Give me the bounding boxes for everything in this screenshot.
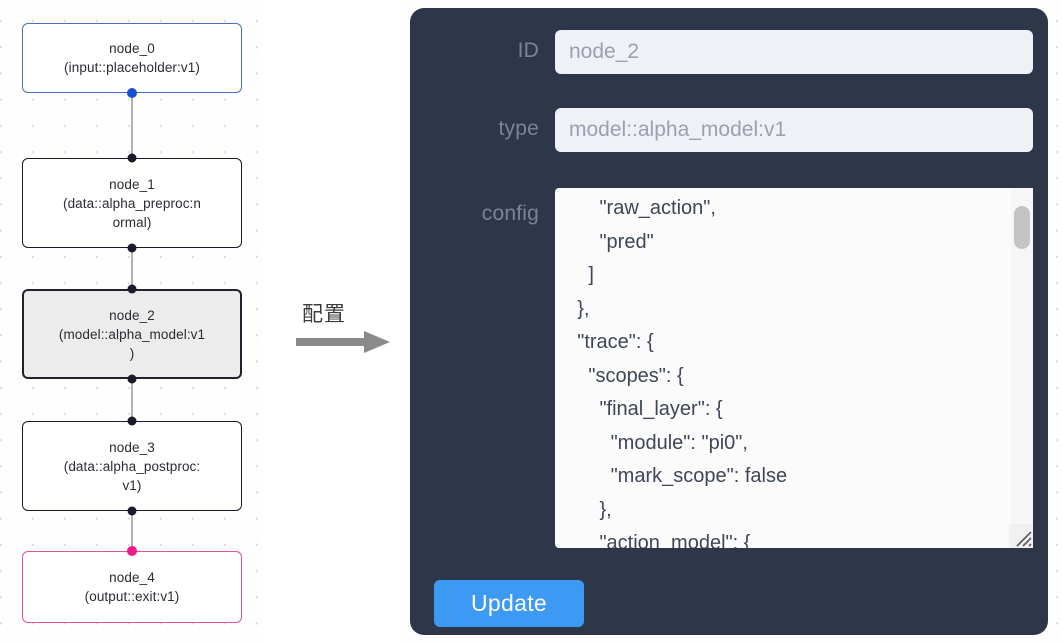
field-row-id: ID <box>425 30 1033 74</box>
annotation-label: 配置 <box>302 302 346 326</box>
node-label: node_3 (data::alpha_postproc: v1) <box>63 439 201 493</box>
field-row-config: config "raw_action", "pred" ] }, "trace"… <box>425 188 1033 548</box>
right-arrow-icon <box>296 329 392 360</box>
edge-node_2-node_3 <box>131 379 133 421</box>
edge-node_1-node_2 <box>131 248 133 289</box>
node-label: node_2 (model::alpha_model:v1 ) <box>58 307 206 361</box>
flow-node-node_1[interactable]: node_1 (data::alpha_preproc:n ormal) <box>22 158 242 248</box>
config-scrollbar-thumb[interactable] <box>1014 206 1030 249</box>
node-handle-node_0-source[interactable] <box>127 88 137 98</box>
id-field-label: ID <box>517 39 539 62</box>
node-handle-node_2-source[interactable] <box>127 374 137 384</box>
canvas-blank-area <box>262 0 402 643</box>
edge-node_0-node_1 <box>131 93 133 158</box>
type-field-label: type <box>498 117 539 140</box>
node-handle-node_2-target[interactable] <box>127 284 137 294</box>
node-handle-node_1-target[interactable] <box>127 153 137 163</box>
node-handle-node_1-source[interactable] <box>127 243 137 253</box>
node-label: node_4 (output::exit:v1) <box>84 570 180 604</box>
id-input[interactable] <box>555 30 1033 74</box>
config-textarea[interactable]: "raw_action", "pred" ] }, "trace": { "sc… <box>555 188 1033 548</box>
node-handle-node_3-target[interactable] <box>127 416 137 426</box>
config-textarea-wrapper: "raw_action", "pred" ] }, "trace": { "sc… <box>555 188 1033 548</box>
field-row-type: type <box>425 108 1033 152</box>
type-input[interactable] <box>555 108 1033 152</box>
annotation-group: 配置 <box>296 298 406 360</box>
flow-node-node_2[interactable]: node_2 (model::alpha_model:v1 ) <box>22 289 242 379</box>
flow-node-node_4[interactable]: node_4 (output::exit:v1) <box>22 551 242 623</box>
node-config-panel: ID type config "raw_action", "pred" ] },… <box>410 8 1048 635</box>
flow-node-node_0[interactable]: node_0 (input::placeholder:v1) <box>22 23 242 93</box>
node-label: node_0 (input::placeholder:v1) <box>64 41 200 75</box>
config-scrollbar[interactable] <box>1011 188 1033 526</box>
flow-node-node_3[interactable]: node_3 (data::alpha_postproc: v1) <box>22 421 242 511</box>
node-handle-node_3-source[interactable] <box>127 506 137 516</box>
node-label: node_1 (data::alpha_preproc:n ormal) <box>62 176 202 230</box>
node-handle-node_4-target[interactable] <box>127 546 137 556</box>
config-field-label: config <box>481 202 539 225</box>
edge-node_3-node_4 <box>131 511 133 551</box>
update-button[interactable]: Update <box>434 580 584 627</box>
resize-handle-icon[interactable] <box>1009 524 1033 548</box>
